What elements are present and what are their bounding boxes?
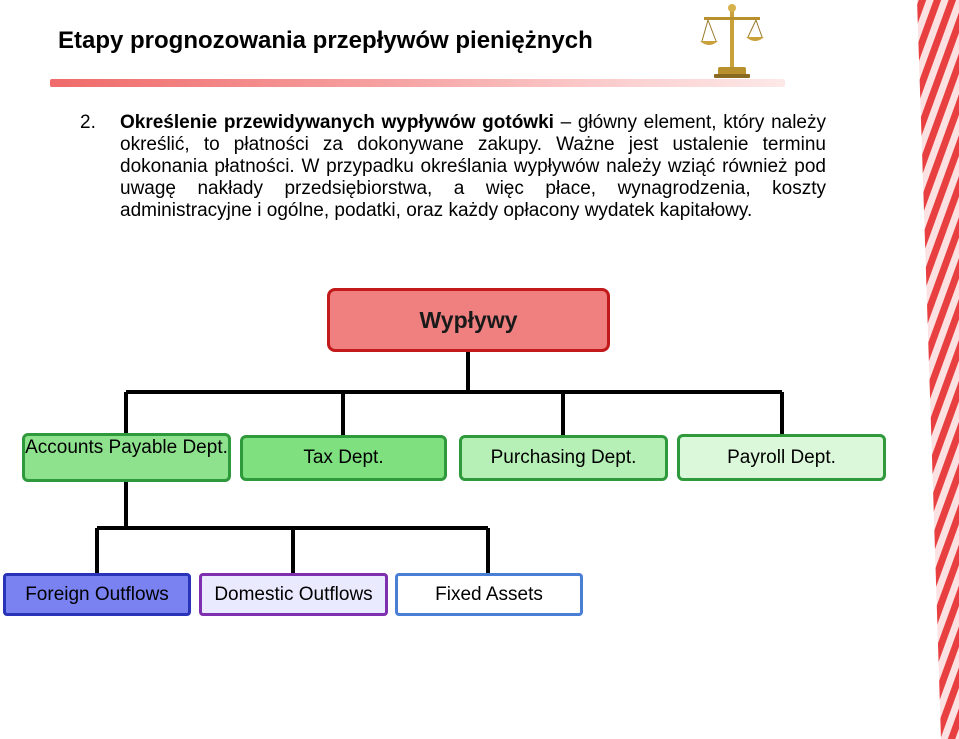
node-tax-dept: Tax Dept.	[240, 435, 447, 481]
node-fixed-assets: Fixed Assets	[395, 573, 583, 616]
node-purchasing-dept: Purchasing Dept.	[459, 435, 668, 481]
node-domestic-outflows: Domestic Outflows	[199, 573, 388, 616]
node-foreign-outflows: Foreign Outflows	[3, 573, 191, 616]
root-node-outflows: Wypływy	[327, 288, 610, 352]
node-accounts-payable: Accounts Payable Dept.	[22, 433, 231, 482]
node-payroll-dept: Payroll Dept.	[677, 434, 886, 481]
